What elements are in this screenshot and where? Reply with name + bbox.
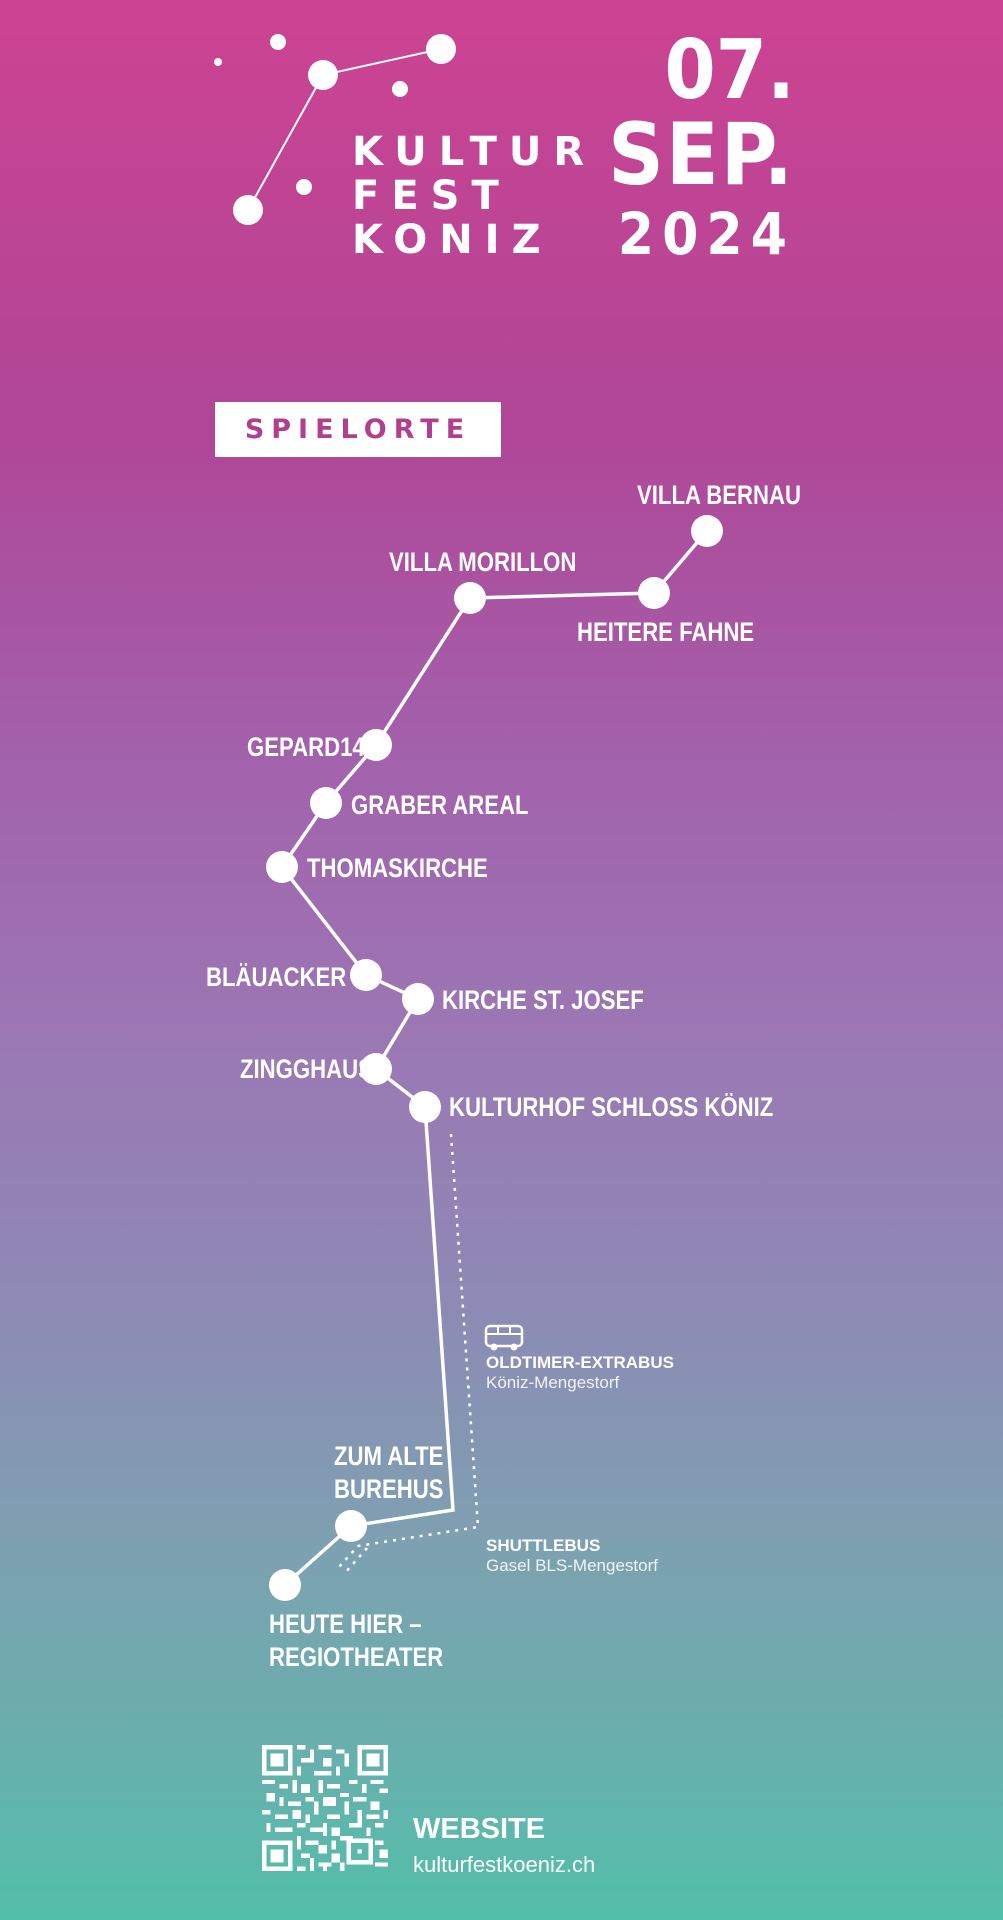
label-blaeuacker: BLÄUACKER II — [206, 962, 365, 992]
node-heitere-fahne — [638, 577, 670, 609]
node-thomaskirche — [266, 851, 298, 883]
node-blaeuacker — [350, 959, 382, 991]
node-villa-bernau — [691, 515, 723, 547]
node-zingghaus — [360, 1053, 392, 1085]
node-gepard14 — [360, 729, 392, 761]
node-graber-areal — [310, 787, 342, 819]
label-zingghaus: ZINGGHAUS — [240, 1054, 373, 1084]
label-graber-areal: GRABER AREAL — [351, 790, 529, 820]
oldtimer-title: OLDTIMER-EXTRABUS — [486, 1353, 674, 1372]
logo-line-1: KULTUR — [352, 129, 597, 175]
label-villa-bernau: VILLA BERNAU — [637, 480, 801, 510]
label-kulturhof: KULTURHOF SCHLOSS KÖNIZ — [449, 1092, 774, 1122]
festival-logo: KULTUR FEST KONIZ — [352, 130, 596, 262]
node-heute-hier — [269, 1569, 301, 1601]
node-kulturhof — [409, 1091, 441, 1123]
logo-constellation — [214, 34, 456, 225]
label-kirche-st-josef: KIRCHE ST. JOSEF — [442, 985, 644, 1015]
qr-code[interactable] — [262, 1745, 388, 1871]
node-zum-alte-burehus — [335, 1510, 367, 1542]
date-month: SEP. — [608, 105, 795, 205]
website-title: WEBSITE — [413, 1813, 546, 1845]
label-villa-morillon: VILLA MORILLON — [389, 547, 577, 577]
label-regiotheater: REGIOTHEATER — [269, 1642, 444, 1672]
section-badge: SPIELORTE — [215, 402, 501, 457]
node-kirche-st-josef — [402, 983, 434, 1015]
bus-routes — [337, 1133, 480, 1574]
label-heitere-fahne: HEITERE FAHNE — [577, 617, 755, 647]
oldtimer-route: Köniz-Mengestorf — [486, 1373, 620, 1392]
date-day: 07. — [664, 23, 795, 118]
venue-nodes — [266, 515, 723, 1601]
shuttle-route: Gasel BLS-Mengestorf — [486, 1556, 658, 1575]
bus-icon — [484, 1324, 524, 1351]
label-gepard14: GEPARD14 — [247, 732, 365, 762]
date-year: 2024 — [617, 200, 795, 268]
shuttle-title: SHUTTLEBUS — [486, 1536, 601, 1555]
website-link[interactable]: kulturfestkoeniz.ch — [413, 1852, 596, 1877]
label-zum-alte: ZUM ALTE — [334, 1441, 444, 1471]
logo-line-2: FEST — [352, 173, 511, 219]
node-villa-morillon — [454, 582, 486, 614]
label-heute-hier: HEUTE HIER – — [269, 1609, 422, 1639]
label-burehus: BUREHUS — [334, 1474, 444, 1504]
logo-line-3: KONIZ — [352, 217, 553, 263]
label-thomaskirche: THOMASKIRCHE — [307, 853, 488, 883]
